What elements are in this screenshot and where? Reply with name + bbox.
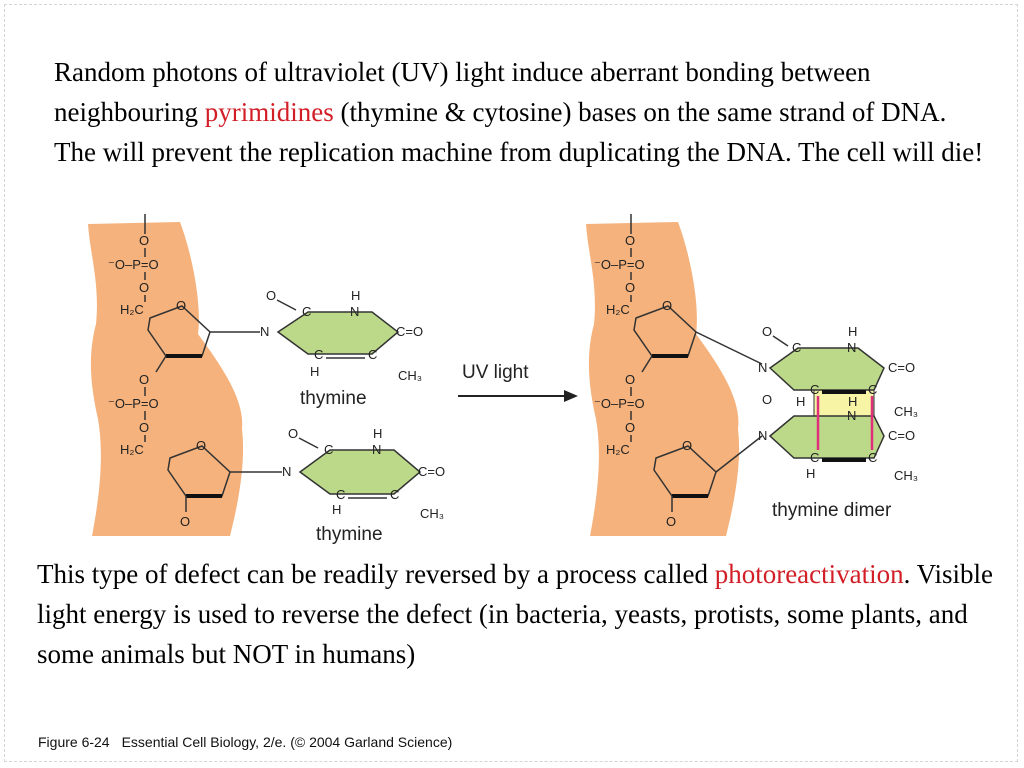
atom-c: C <box>336 487 345 502</box>
intro-text-end: (thymine & cytosine) bases on the same s… <box>54 97 984 167</box>
atom-o: O <box>139 280 149 295</box>
atom-o: O <box>180 514 190 529</box>
atom-c: C <box>390 487 399 502</box>
atom-n: N <box>350 304 359 319</box>
atom-o: O <box>666 514 676 529</box>
atom-n: N <box>847 408 856 423</box>
intro-paragraph: Random photons of ultraviolet (UV) light… <box>54 52 984 172</box>
atom-o: O <box>139 372 149 387</box>
phosphate-group: ⁻O–P=O <box>108 257 159 272</box>
pyrimidines-term: pyrimidines <box>204 97 334 127</box>
atom-n: N <box>758 360 767 375</box>
methyl-group: CH₃ <box>398 368 422 383</box>
thymine-dimer-figure: O ⁻O–P=O O H₂C O O ⁻O–P=O O H₂C O O N C … <box>88 214 918 544</box>
thymine-label-top: thymine <box>300 388 367 409</box>
atom-o: O <box>288 426 298 441</box>
ring-oxygen: O <box>196 438 206 453</box>
atom-o: O <box>625 280 635 295</box>
ch2-group: H₂C <box>120 442 144 457</box>
atom-n: N <box>847 340 856 355</box>
atom-n: N <box>758 428 767 443</box>
photo-text-end: . Visible light energy is used to revers… <box>37 559 994 669</box>
atom-o: O <box>139 420 149 435</box>
atom-n: N <box>282 464 291 479</box>
phosphate-group: ⁻O–P=O <box>108 396 159 411</box>
atom-c: C <box>302 304 311 319</box>
atom-c: C <box>868 450 877 465</box>
atom-h: H <box>796 394 805 409</box>
phosphate-group: ⁻O–P=O <box>594 396 645 411</box>
atom-c: C <box>368 347 377 362</box>
carbonyl-group: C=O <box>418 464 445 479</box>
thymine-dimer: N C N H C=O O C C CH₃ N O H N H C=O C C … <box>758 324 918 521</box>
atom-n: N <box>260 324 269 339</box>
methyl-group: CH₃ <box>894 404 918 419</box>
atom-h: H <box>806 466 815 481</box>
atom-o: O <box>762 392 772 407</box>
uv-light-arrow: UV light <box>458 362 578 402</box>
carbonyl-group: C=O <box>888 428 915 443</box>
carbonyl-group: C=O <box>396 324 423 339</box>
thymine-dimer-label: thymine dimer <box>772 500 892 521</box>
atom-c: C <box>810 382 819 397</box>
uv-light-label: UV light <box>462 362 529 383</box>
atom-c: C <box>314 347 323 362</box>
thymine-base-bottom: N C N H C=O O C C H CH₃ thymine <box>282 426 445 544</box>
atom-c: C <box>868 382 877 397</box>
photoreactivation-term: photoreactivation <box>714 559 904 589</box>
figure-source: Essential Cell Biology, 2/e. (© 2004 Gar… <box>121 734 453 750</box>
atom-c: C <box>792 340 801 355</box>
photo-text-start: This type of defect can be readily rever… <box>37 559 715 589</box>
left-dna-strand: O ⁻O–P=O O H₂C O O ⁻O–P=O O H₂C O O <box>88 214 282 536</box>
ring-oxygen: O <box>682 438 692 453</box>
photoreactivation-paragraph: This type of defect can be readily rever… <box>37 554 1005 674</box>
figure-caption: Figure 6-24 Essential Cell Biology, 2/e. … <box>38 734 452 750</box>
atom-h: H <box>332 502 341 517</box>
thymine-label-bottom: thymine <box>316 524 383 544</box>
atom-h: H <box>351 288 360 303</box>
ring-oxygen: O <box>662 298 672 313</box>
left-backbone-shape <box>88 222 244 536</box>
atom-o: O <box>625 233 635 248</box>
right-dna-strand: O ⁻O–P=O O H₂C O O ⁻O–P=O O H₂C O O <box>586 214 763 536</box>
atom-o: O <box>139 233 149 248</box>
atom-o: O <box>625 420 635 435</box>
ch2-group: H₂C <box>606 442 630 457</box>
carbonyl-group: C=O <box>888 360 915 375</box>
atom-n: N <box>372 442 381 457</box>
ch2-group: H₂C <box>606 302 630 317</box>
figure-number: Figure 6-24 <box>38 734 110 750</box>
atom-o: O <box>762 324 772 339</box>
ring-oxygen: O <box>176 298 186 313</box>
atom-o: O <box>625 372 635 387</box>
methyl-group: CH₃ <box>420 506 444 521</box>
atom-h: H <box>373 426 382 441</box>
atom-c: C <box>324 442 333 457</box>
intro-text-start: Random photons of ultraviolet (UV) light… <box>54 57 871 127</box>
atom-c: C <box>810 450 819 465</box>
phosphate-group: ⁻O–P=O <box>594 257 645 272</box>
atom-o: O <box>266 288 276 303</box>
atom-h: H <box>848 394 857 409</box>
slide-frame <box>4 4 1018 762</box>
atom-h: H <box>848 324 857 339</box>
atom-h: H <box>310 364 319 379</box>
methyl-group: CH₃ <box>894 468 918 483</box>
ch2-group: H₂C <box>120 302 144 317</box>
thymine-base-top: N C N H C=O O C C H CH₃ thymine <box>260 288 423 409</box>
